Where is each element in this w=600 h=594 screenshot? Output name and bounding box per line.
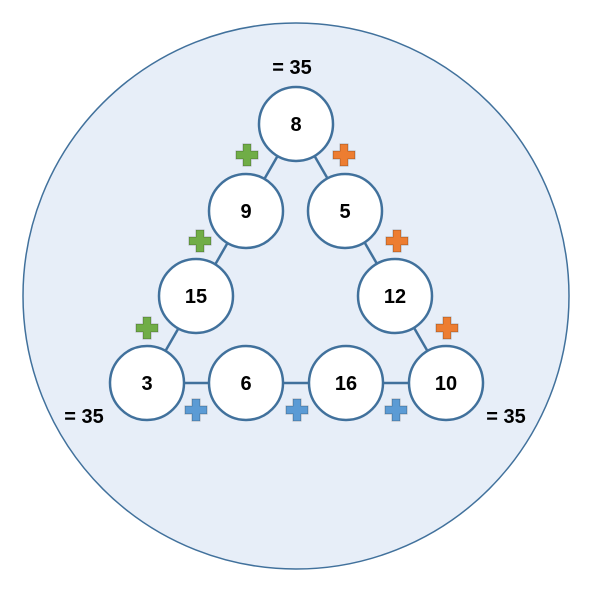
sum-label-bottom-right: = 35 xyxy=(486,406,525,428)
plus-icon xyxy=(285,398,309,422)
node-value: 16 xyxy=(335,373,357,395)
node-bottom-3: 16 xyxy=(307,344,385,422)
sum-label-bottom-left: = 35 xyxy=(64,406,103,428)
node-left-3: 15 xyxy=(157,257,235,335)
node-value: 10 xyxy=(435,373,457,395)
plus-icon-shape xyxy=(435,316,459,340)
node-top: 8 xyxy=(257,85,335,163)
node-value: 15 xyxy=(185,286,207,308)
plus-icon xyxy=(332,143,356,167)
node-bottom-left: 3 xyxy=(108,344,186,422)
plus-icon-shape xyxy=(188,229,212,253)
background-circle xyxy=(22,22,570,570)
number-nodes: 8 9 5 15 12 3 6 16 xyxy=(108,85,485,422)
node-value: 3 xyxy=(141,373,152,395)
node-bottom-2: 6 xyxy=(207,344,285,422)
plus-icon-shape xyxy=(235,143,259,167)
plus-icon-shape xyxy=(384,398,408,422)
connector-lines xyxy=(145,123,448,385)
plus-signs xyxy=(135,143,459,422)
connector-left-side xyxy=(145,123,298,384)
node-bottom-right: 10 xyxy=(407,344,485,422)
node-value: 9 xyxy=(240,201,251,223)
plus-icon-shape xyxy=(285,398,309,422)
plus-icon xyxy=(384,398,408,422)
node-right-2: 5 xyxy=(306,172,384,250)
sum-labels: = 35 = 35 = 35 xyxy=(64,57,525,428)
plus-icon-shape xyxy=(332,143,356,167)
node-value: 8 xyxy=(290,114,301,136)
node-value: 6 xyxy=(240,373,251,395)
node-value: 12 xyxy=(384,286,406,308)
connector-right-side xyxy=(294,123,448,384)
plus-icon xyxy=(435,316,459,340)
plus-icon-shape xyxy=(184,398,208,422)
node-left-2: 9 xyxy=(207,172,285,250)
node-value: 5 xyxy=(339,201,350,223)
plus-icon xyxy=(188,229,212,253)
plus-icon-shape xyxy=(385,229,409,253)
plus-icon xyxy=(135,316,159,340)
plus-icon xyxy=(184,398,208,422)
plus-icon xyxy=(235,143,259,167)
sum-label-top: = 35 xyxy=(272,57,311,79)
plus-icon-shape xyxy=(135,316,159,340)
node-right-3: 12 xyxy=(356,257,434,335)
plus-icon xyxy=(385,229,409,253)
